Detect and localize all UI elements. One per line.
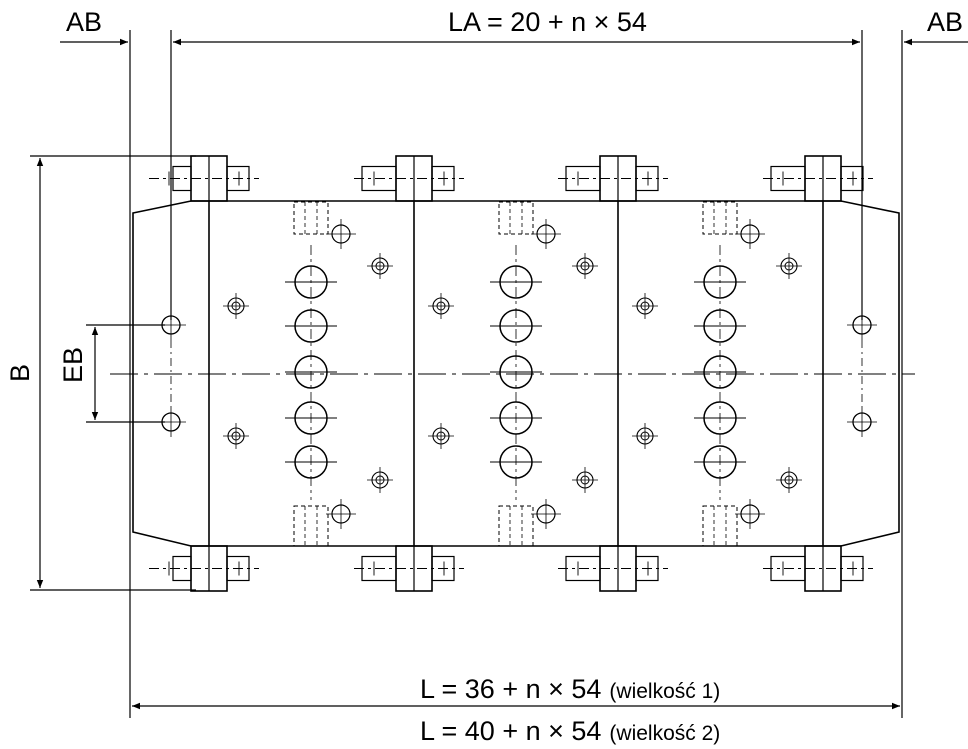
hidden-channel <box>293 201 329 235</box>
hidden-channel <box>702 201 738 235</box>
hidden-channel <box>498 505 534 547</box>
eb-label: EB <box>58 347 88 383</box>
ab-left-label: AB <box>66 7 102 37</box>
manifold-features <box>149 155 877 592</box>
b-label: B <box>5 364 35 382</box>
hidden-channel <box>293 505 329 547</box>
l2-label: L = 40 + n × 54(wielkość 2) <box>420 716 720 746</box>
dimension-lines <box>36 38 968 710</box>
la-label: LA = 20 + n × 54 <box>448 7 647 37</box>
hidden-channel <box>702 505 738 547</box>
ab-right-label: AB <box>927 7 963 37</box>
hidden-channel <box>498 201 534 235</box>
l1-label: L = 36 + n × 54(wielkość 1) <box>420 674 720 704</box>
